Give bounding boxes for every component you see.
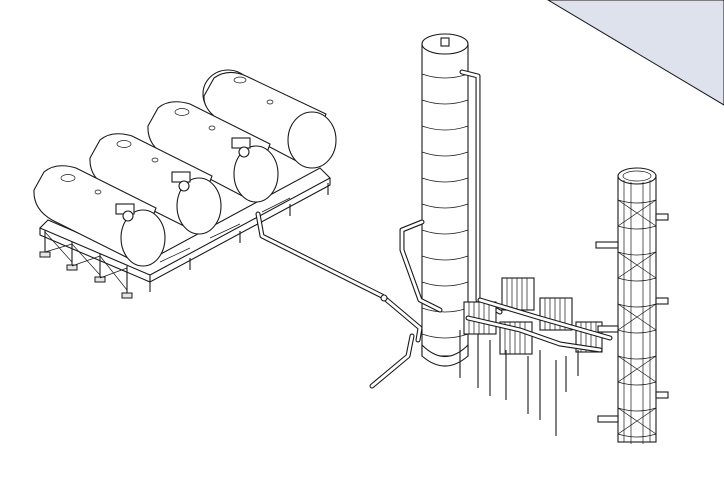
heat-exchanger-rack	[459, 277, 613, 436]
horizontal-tank-1	[33, 165, 166, 267]
horizontal-tank-3	[147, 101, 279, 203]
lattice-tower	[595, 167, 669, 444]
transfer-pipe	[255, 211, 423, 389]
tank-farm	[33, 69, 337, 299]
horizontal-tank-2	[89, 133, 222, 235]
ground-plane	[547, 0, 724, 106]
distillation-column	[399, 33, 503, 367]
horizontal-tank-4	[202, 69, 337, 169]
